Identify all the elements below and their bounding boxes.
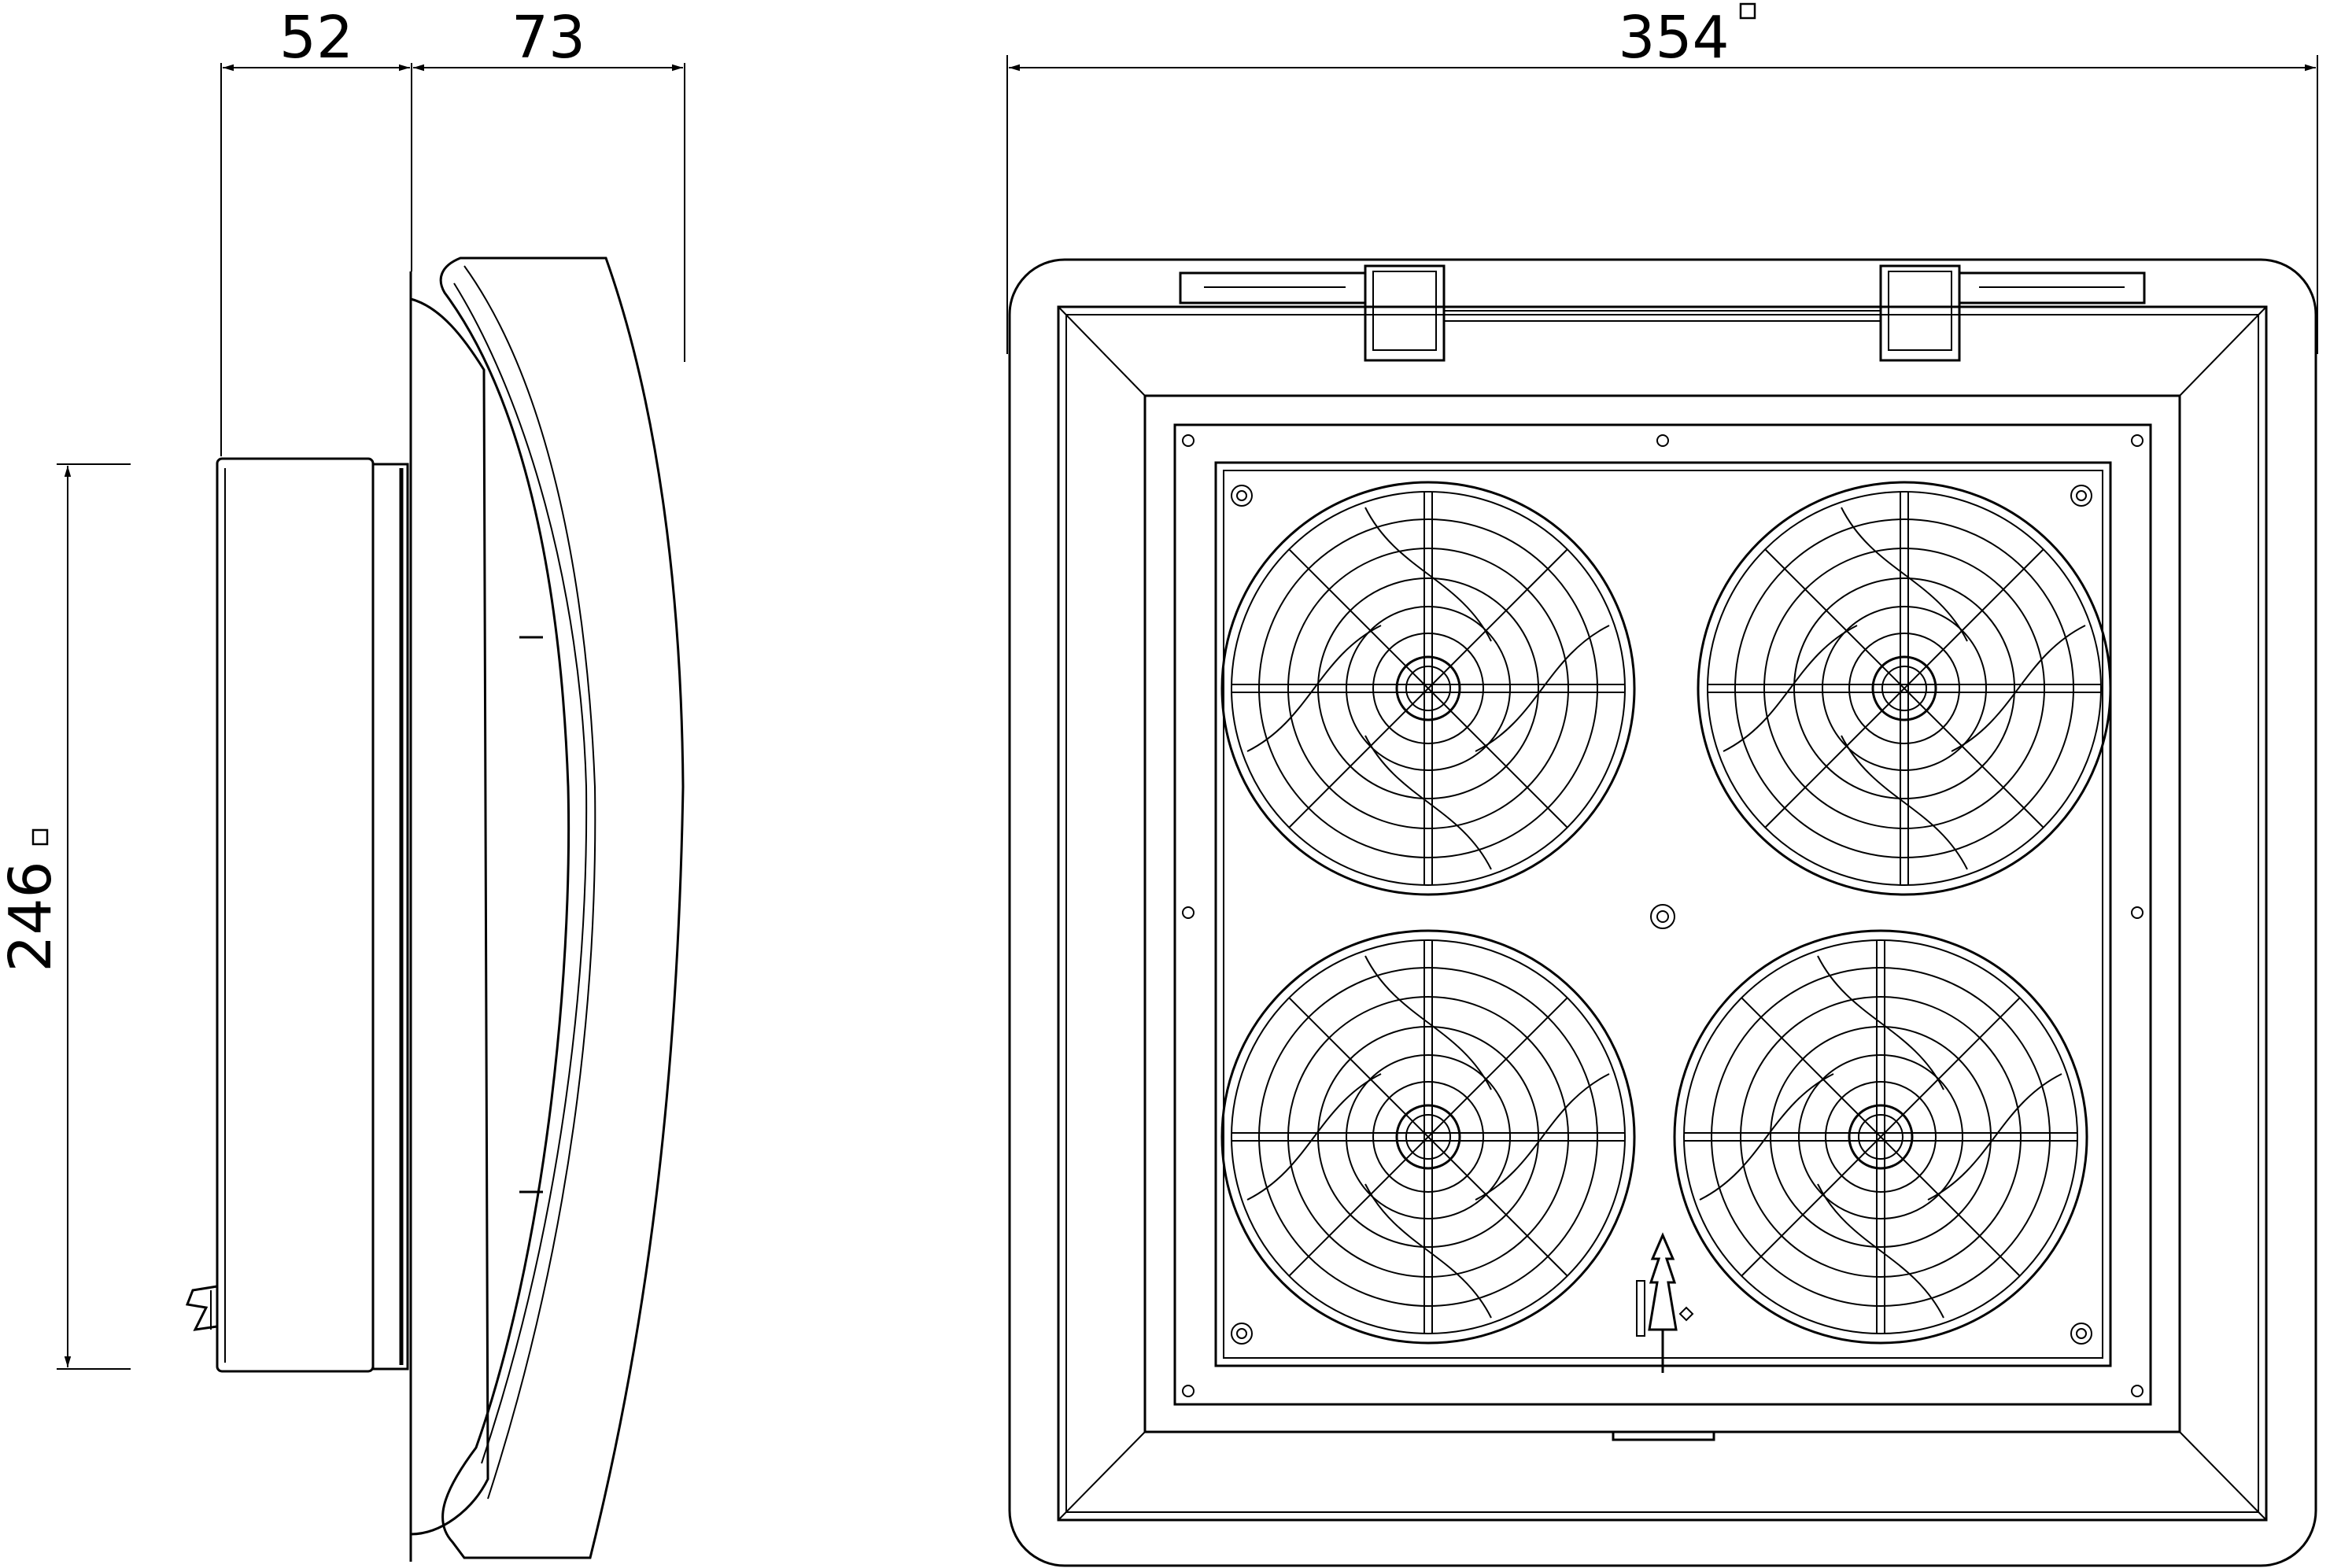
front-filter-frame <box>1173 423 2152 1406</box>
front-bevel-inner <box>1143 394 2181 1433</box>
bottom-latch <box>1612 1430 1715 1441</box>
dim-label-73: 73 <box>511 4 585 72</box>
front-outer-frame <box>1008 258 2317 1567</box>
dim-label-354: 354 <box>1618 4 1729 72</box>
fan-grille-4 <box>1673 929 2088 1345</box>
cable-gland <box>1636 1232 1694 1373</box>
side-rear-housing <box>216 457 375 1373</box>
hinge-left <box>1179 264 1881 362</box>
front-fan-plate <box>1214 461 2112 1367</box>
mounting-holes <box>1182 434 2144 1397</box>
front-view: 354 <box>1006 2 2318 1567</box>
fan-grille <box>1220 481 1636 896</box>
dim-label-246: 246 <box>0 861 65 972</box>
square-symbol-icon <box>31 828 49 846</box>
dim-label-52: 52 <box>279 4 353 72</box>
square-symbol-icon <box>1739 2 1756 20</box>
side-curved-cover <box>439 256 685 1559</box>
fan-grille-3 <box>1220 929 1636 1345</box>
side-clip <box>185 1285 218 1331</box>
side-collar <box>371 463 409 1371</box>
side-view: 52 73 246 <box>0 4 685 1562</box>
hinge-right <box>1879 264 2146 362</box>
front-bevel-outer <box>1057 305 2268 1522</box>
fan-grille-2 <box>1697 481 2112 896</box>
